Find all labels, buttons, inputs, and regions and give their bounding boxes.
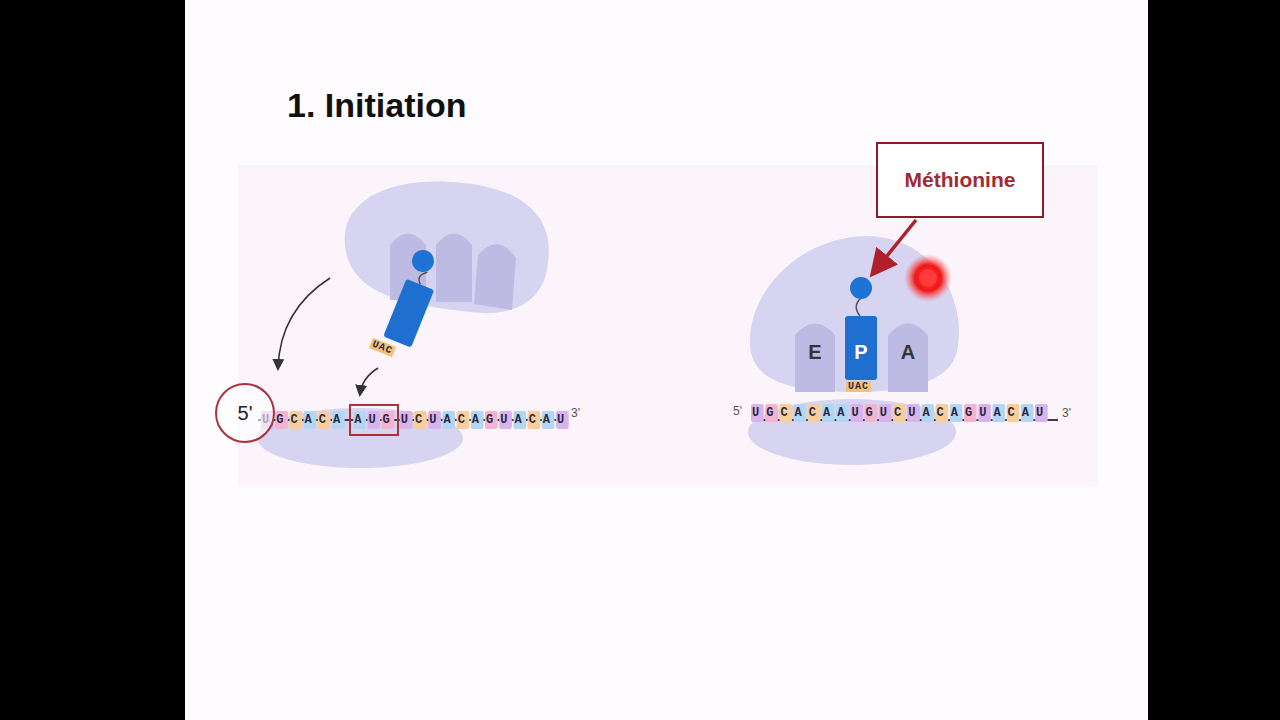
start-codon-box: AUG	[349, 404, 399, 436]
three-prime-label: 3'	[1062, 406, 1071, 420]
amino-acid	[850, 277, 872, 299]
callout-box: Méthionine	[876, 142, 1044, 218]
mrna-sequence: UGCACAAUGUCUACAGUACAU	[752, 405, 1050, 421]
node-text: 5'	[238, 402, 253, 425]
node-text: A	[901, 341, 915, 364]
five-prime-circle: 5'	[215, 383, 275, 443]
node-text: AUG	[354, 412, 397, 428]
mrna-sequence: UCUACAGUACAU	[401, 412, 571, 428]
five-prime-label: 5'	[733, 404, 742, 418]
ribosome-site: P	[846, 334, 876, 370]
node-text: P	[854, 341, 867, 364]
large-subunit	[345, 182, 549, 314]
ribosome-site: A	[890, 334, 926, 370]
pointer-dot	[904, 254, 952, 302]
amino-acid	[412, 250, 434, 272]
slide-title: 1. Initiation	[287, 86, 466, 125]
node-text: E	[808, 341, 821, 364]
large-subunit	[750, 236, 959, 392]
ribosome-site: E	[797, 334, 833, 370]
mrna-strand: UGCACAAUGUCUACAGUACAU	[262, 404, 571, 436]
node-text: Méthionine	[905, 168, 1016, 192]
trna	[845, 316, 877, 380]
leader-arrow	[874, 220, 916, 272]
anticodon: UAC	[846, 381, 871, 392]
three-prime-label: 3'	[571, 406, 580, 420]
trna	[383, 266, 439, 348]
